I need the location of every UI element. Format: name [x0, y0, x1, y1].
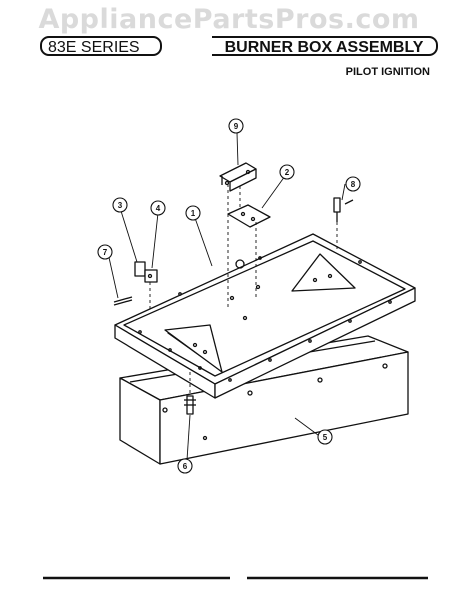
callout-2: 2 — [279, 164, 295, 180]
clip-part-7 — [113, 296, 133, 306]
svg-text:4: 4 — [156, 204, 161, 213]
bracket-part-2 — [227, 204, 271, 228]
callout-3: 3 — [112, 197, 128, 213]
diagram-title: BURNER BOX ASSEMBLY — [212, 36, 438, 56]
top-pan — [114, 233, 416, 399]
svg-text:8: 8 — [351, 180, 356, 189]
svg-text:1: 1 — [191, 209, 196, 218]
screw-part-8 — [333, 197, 354, 222]
callout-8: 8 — [345, 176, 361, 192]
diagram-subtitle: PILOT IGNITION — [345, 66, 430, 78]
bracket-part-9 — [219, 162, 257, 192]
svg-text:3: 3 — [118, 201, 123, 210]
callout-5: 5 — [317, 429, 333, 445]
orifice-part-6 — [184, 395, 196, 415]
callout-6: 6 — [177, 458, 193, 474]
svg-text:7: 7 — [103, 248, 108, 257]
callout-4: 4 — [150, 200, 166, 216]
svg-text:2: 2 — [285, 168, 290, 177]
svg-text:5: 5 — [323, 433, 328, 442]
series-label: 83E SERIES — [40, 36, 162, 56]
callout-1: 1 — [185, 205, 201, 221]
svg-text:9: 9 — [234, 122, 239, 131]
callout-7: 7 — [97, 244, 113, 260]
switch-parts-3-4 — [134, 261, 158, 283]
svg-text:6: 6 — [183, 462, 188, 471]
callout-9: 9 — [228, 118, 244, 134]
watermark-text: AppliancePartsPros.com — [38, 4, 420, 35]
